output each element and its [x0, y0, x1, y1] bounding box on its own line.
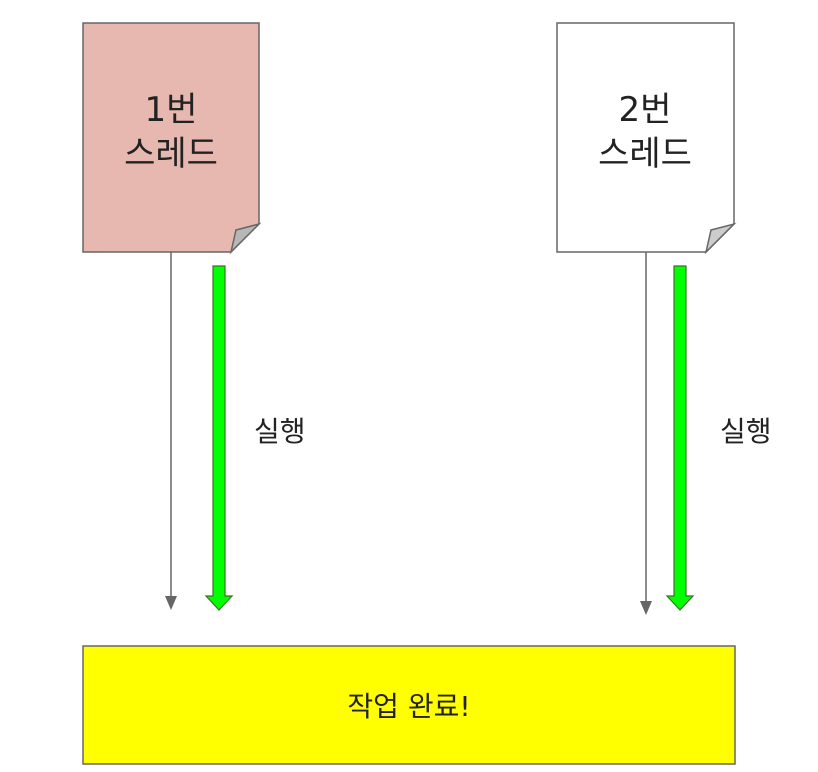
completion-box: [82, 645, 736, 765]
thread1-label-line2: 스레드: [124, 134, 218, 174]
thread2-flow-arrow: [640, 252, 652, 615]
thread2-label: 2번 스레드: [557, 88, 733, 176]
thread2-document: [556, 22, 737, 255]
thread1-label-line1: 1번: [144, 90, 198, 130]
completion-label: 작업 완료!: [347, 690, 471, 723]
thread2-label-line1: 2번: [618, 90, 672, 130]
thread2-label-line2: 스레드: [598, 134, 692, 174]
thread1-exec-label: 실행: [254, 415, 306, 448]
thread1-label: 1번 스레드: [83, 88, 259, 176]
thread2-exec-arrow: [665, 265, 695, 611]
thread1-flow-arrow: [165, 252, 177, 610]
thread1-exec-arrow: [204, 265, 234, 611]
thread2-exec-label: 실행: [720, 415, 772, 448]
thread1-document: [82, 22, 262, 255]
